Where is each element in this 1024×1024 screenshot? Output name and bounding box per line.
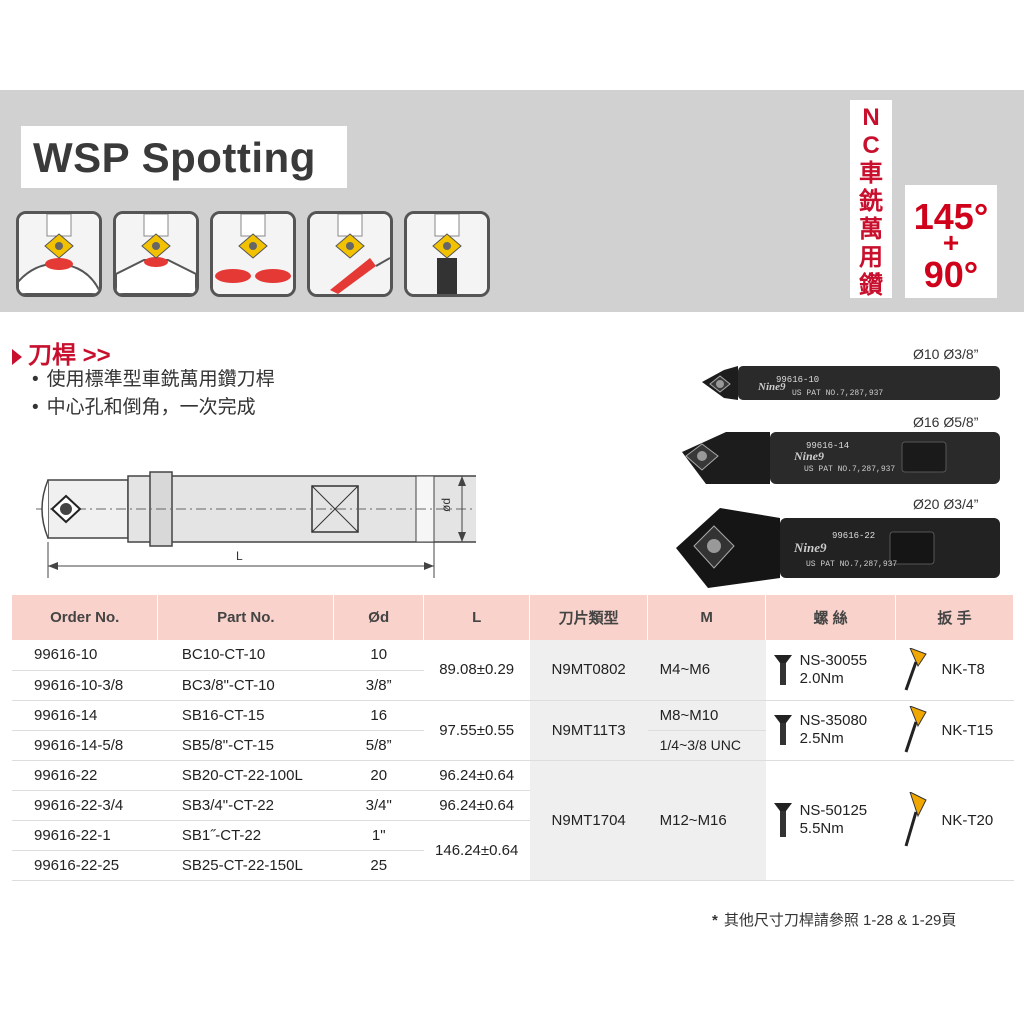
table-row: 99616-14-5/8 SB5/8"-CT-15 5/8” 1/4~3/8 U… [12,730,1014,761]
op-icon-chamfer [113,211,199,297]
tool-holder-drawing: L ød [36,471,476,578]
tool-2-diameter: Ø16 Ø5/8” [913,414,979,430]
tool-3-image: 99616-22 Nine9 US PAT NO.7,287,937 [676,508,1000,588]
wrench-cell: NK-T8 [895,640,1014,701]
tool-2-patent: US PAT NO.7,287,937 [804,465,895,474]
table-row: 99616-22-3/4 SB3/4"-CT-22 3/4" 96.24±0.6… [12,790,1014,821]
table-row: 99616-22-1 SB1˝-CT-22 1" 146.24±0.64 [12,820,1014,881]
angle-145: 145° [913,196,989,237]
th-part: Part No. [157,595,335,640]
tool-3-label: 99616-22 [832,531,875,541]
tool-1-label: 99616-10 [776,375,819,385]
tool-2-image: 99616-14 Nine9 US PAT NO.7,287,937 [682,432,1000,484]
length-label: L [236,549,243,563]
table-row: 99616-10 BC10-CT-10 10 89.08±0.29 N9MT08… [12,640,1014,701]
tool-2-label: 99616-14 [806,441,849,451]
table-row: 99616-14 SB16-CT-15 16 97.55±0.55 N9MT11… [12,700,1014,761]
screw-icon [773,803,792,837]
vertical-label: NC車銑萬用鑽 [859,104,883,299]
op-icon-edge-chamfer [307,211,393,297]
tool-1-image: 99616-10 Nine9 US PAT NO.7,287,937 [702,366,1000,400]
tool-1-diameter: Ø10 Ø3/8” [913,346,979,362]
screw-icon [773,715,792,745]
tool-3-diameter: Ø20 Ø3/4” [913,496,979,512]
tool-3-logo: Nine9 [793,540,827,555]
th-insert: 刀片類型 [529,595,649,640]
bullet-2: 中心孔和倒角，一次完成 [32,392,256,419]
arrow-icon [12,348,22,365]
title-box: WSP Spotting [21,126,347,188]
th-order: Order No. [12,595,159,640]
asterisk-icon: * [712,912,718,929]
wrench-icon [904,792,927,847]
tool-1-logo: Nine9 [757,381,786,393]
op-icon-groove [404,211,490,297]
page-title: WSP Spotting [33,134,316,181]
footnote: *其他尺寸刀桿請參照 1-28 & 1-29頁 [712,912,957,929]
wrench-cell: NK-T15 [895,700,1014,761]
tool-3-patent: US PAT NO.7,287,937 [806,560,897,569]
screw-icon [773,654,792,685]
th-d: Ød [333,595,425,640]
op-icon-side-chamfer [210,211,296,297]
table-row: 99616-10-3/8 BC3/8"-CT-10 3/8” [12,670,1014,701]
op-icon-face-spot [16,211,102,297]
tool-2-logo: Nine9 [793,449,824,463]
tool-1-patent: US PAT NO.7,287,937 [792,389,883,398]
bullet-1: 使用標準型車銑萬用鑽刀桿 [32,364,275,391]
table-row: 99616-22 SB20-CT-22-100L 20 96.24±0.64 N… [12,760,1014,881]
vertical-label-box: NC車銑萬用鑽 [850,100,892,299]
angle-90: 90° [923,254,979,295]
wrench-icon [904,647,927,691]
table-row: 99616-22-25 SB25-CT-22-150L 25 [12,850,1014,881]
angle-plus: + [942,227,960,258]
table-header-row: Order No. Part No. Ød L 刀片類型 M 螺 絲 扳 手 [12,595,1014,640]
th-wrench: 扳 手 [895,595,1014,640]
wrench-cell: NK-T20 [895,760,1014,881]
th-l: L [423,595,531,640]
angle-box: 145° + 90° [905,185,997,298]
th-screw: 螺 絲 [765,595,897,640]
wrench-icon [904,706,927,753]
diameter-label: ød [439,498,453,512]
th-m: M [647,595,767,640]
spec-table: Order No. Part No. Ød L 刀片類型 M 螺 絲 扳 手 9… [12,595,1014,881]
